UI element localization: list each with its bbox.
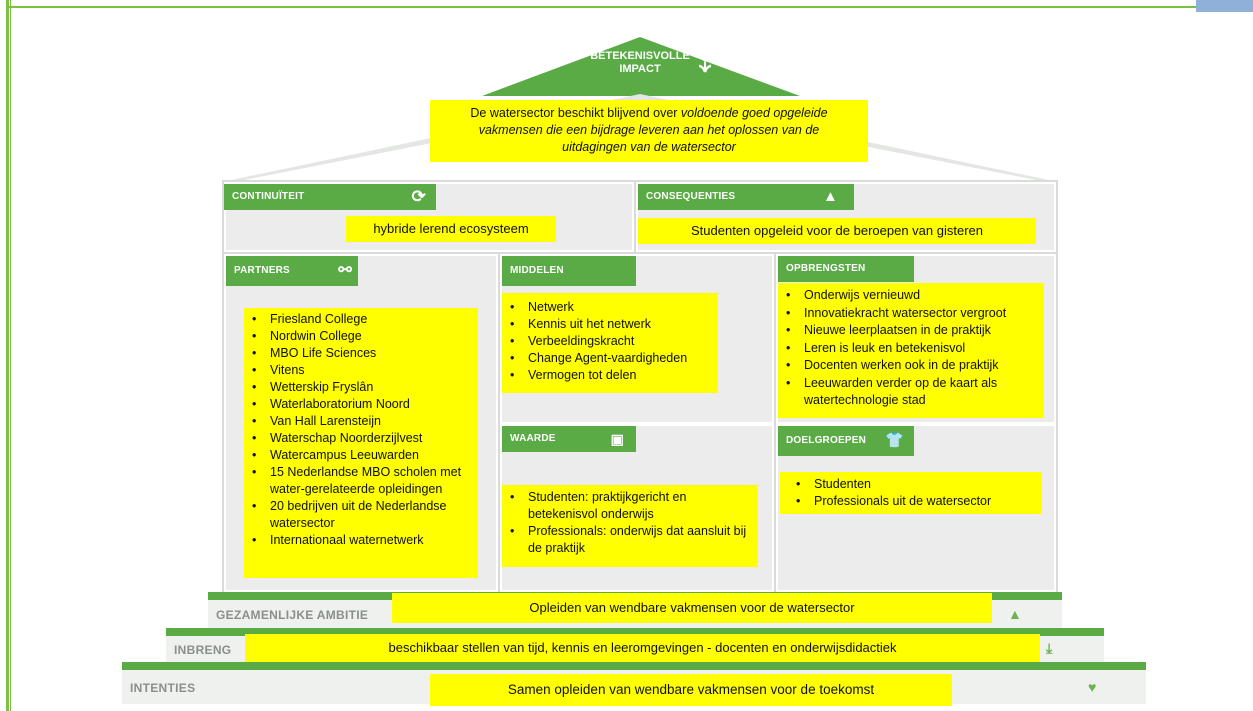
partners-header-label: PARTNERS <box>234 265 290 276</box>
page-frame-left <box>6 0 9 711</box>
refresh-icon: ⟳ <box>411 187 426 206</box>
list-item: Docenten werken ook in de praktijk <box>786 357 1044 375</box>
list-item: Internationaal waternetwerk <box>252 532 478 549</box>
list-item: Studenten <box>796 476 1042 493</box>
list-item: Verbeeldingskracht <box>510 333 718 350</box>
continuiteit-header: CONTINUÏTEIT ⟳ <box>224 184 436 210</box>
list-item: Studenten: praktijkgericht en betekenisv… <box>510 489 758 523</box>
list-item: Vermogen tot delen <box>510 367 718 384</box>
list-item: Friesland College <box>252 311 478 328</box>
step-inbreng-label: INBRENG <box>174 643 232 657</box>
inbreng-text: beschikbaar stellen van tijd, kennis en … <box>245 634 1040 662</box>
list-item: Netwerk <box>510 299 718 316</box>
list-item: Leeuwarden verder op de kaart als watert… <box>786 375 1044 410</box>
impact-statement: De watersector beschikt blijvend over vo… <box>430 100 868 162</box>
list-item: Watercampus Leeuwarden <box>252 447 478 464</box>
list-item: Vitens <box>252 362 478 379</box>
step-intenties-label: INTENTIES <box>130 681 196 695</box>
consequenties-header-label: CONSEQUENTIES <box>646 191 736 202</box>
ambitie-text: Opleiden van wendbare vakmensen voor de … <box>392 593 992 623</box>
list-item: Waterlaboratorium Noord <box>252 396 478 413</box>
step-intenties-edge <box>122 662 1146 670</box>
list-item: Change Agent-vaardigheden <box>510 350 718 367</box>
list-item: 15 Nederlandse MBO scholen met water-ger… <box>252 464 478 498</box>
link-icon: ⚯ <box>338 262 352 279</box>
shirt-icon: 👕 <box>885 432 904 449</box>
waarde-list: Studenten: praktijkgericht en betekenisv… <box>502 485 758 567</box>
middelen-list: Netwerk Kennis uit het netwerk Verbeeldi… <box>502 293 718 393</box>
impact-statement-italic-1: voldoende goed opgeleide <box>680 106 828 120</box>
list-item: Waterschap Noorderzijlvest <box>252 430 478 447</box>
waarde-header-label: WAARDE <box>510 433 556 444</box>
opbrengsten-header: OPBRENGSTEN <box>778 256 914 282</box>
list-item: Professionals uit de watersector <box>796 493 1042 510</box>
download-icon: ⤓ <box>1046 640 1053 656</box>
corner-tab <box>1196 0 1253 12</box>
continuiteit-text: hybride lerend ecosysteem <box>346 216 556 242</box>
list-item: Nieuwe leerplaatsen in de praktijk <box>786 322 1044 340</box>
doelgroepen-header-label: DOELGROEPEN <box>786 435 866 446</box>
list-item: 20 bedrijven uit de Nederlandse watersec… <box>252 498 478 532</box>
middelen-header: MIDDELEN <box>502 256 636 286</box>
page-frame-left-inner <box>10 0 11 711</box>
consequenties-header: CONSEQUENTIES ▲ <box>638 184 854 210</box>
list-item: Onderwijs vernieuwd <box>786 287 1044 305</box>
list-item: MBO Life Sciences <box>252 345 478 362</box>
list-item: Wetterskip Fryslân <box>252 379 478 396</box>
roof-title-line2: IMPACT <box>619 63 661 75</box>
list-item: Nordwin College <box>252 328 478 345</box>
list-item: Leren is leuk en betekenisvol <box>786 340 1044 358</box>
opbrengsten-list: Onderwijs vernieuwd Innovatiekracht wate… <box>778 283 1044 418</box>
waarde-header: WAARDE ▣ <box>502 426 636 452</box>
list-item: Van Hall Larensteijn <box>252 413 478 430</box>
warning-icon: ▲ <box>822 188 838 205</box>
impact-statement-plain: De watersector beschikt blijvend over <box>470 106 681 120</box>
impact-statement-italic-2: vakmensen die een bijdrage leveren aan h… <box>478 123 820 137</box>
continuiteit-header-label: CONTINUÏTEIT <box>232 191 305 202</box>
partners-header: PARTNERS ⚯ <box>226 256 358 286</box>
intenties-text: Samen opleiden van wendbare vakmensen vo… <box>430 674 952 706</box>
step-inbreng-edge <box>166 628 1104 636</box>
heart-icon: ♥ <box>1088 679 1097 695</box>
mountain-icon: ▲ <box>1008 606 1023 622</box>
list-item: Innovatiekracht watersector vergroot <box>786 305 1044 323</box>
doelgroepen-list: Studenten Professionals uit de watersect… <box>780 472 1042 514</box>
roof-peak <box>482 37 800 96</box>
partners-list: Friesland College Nordwin College MBO Li… <box>244 308 478 578</box>
list-item: Kennis uit het netwerk <box>510 316 718 333</box>
roof-title-line1: BETEKENISVOLLE <box>590 50 690 62</box>
gift-icon: ▣ <box>610 431 624 447</box>
consequenties-text: Studenten opgeleid voor de beroepen van … <box>638 218 1036 244</box>
roof-title: BETEKENISVOLLE IMPACT <box>560 50 720 76</box>
impact-statement-italic-3: uitdagingen van de watersector <box>562 140 736 154</box>
doelgroepen-header: DOELGROEPEN 👕 <box>778 426 914 456</box>
step-ambitie-label: GEZAMENLIJKE AMBITIE <box>216 608 369 622</box>
list-item: Professionals: onderwijs dat aansluit bi… <box>510 523 758 557</box>
sprout-icon <box>697 50 713 79</box>
page-frame-top <box>6 6 1196 8</box>
